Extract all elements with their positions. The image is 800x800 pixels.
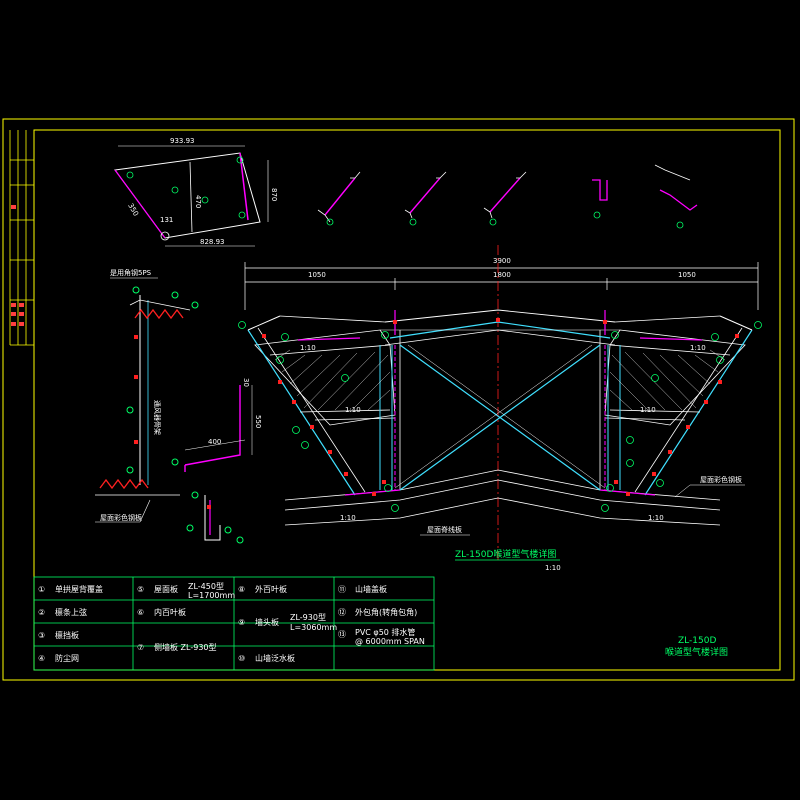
legend-grid (33, 576, 435, 671)
legend-num-11: ⑪ (338, 585, 346, 594)
legend-text-13: PVC φ50 排水管 (355, 627, 415, 637)
ventilator-cap (380, 309, 620, 491)
legend-text-5c: L=1700mm (188, 591, 235, 600)
legend-text-3: 檩挡板 (55, 630, 79, 640)
main-dimension-lines (244, 262, 759, 310)
legend-num-13: ⑬ (338, 630, 346, 639)
legend-num-4: ④ (38, 654, 45, 663)
panel-dim-mid: 470 (194, 195, 202, 208)
dim-right: 1050 (678, 271, 696, 279)
legend-num-1: ① (38, 585, 45, 594)
side-vertical-label: 通风器骨架 (153, 400, 162, 435)
legend-text-9c: L=3060mm (290, 623, 337, 632)
legend-text-5b: ZL-450型 (188, 582, 224, 591)
legend-text-6: 内百叶板 (154, 607, 186, 617)
legend-entries: ① 单拱屋背覆盖 ② 檩条上弦 ③ 檩挡板 ④ 防尘网 ⑤ 屋面板 ZL-450… (38, 582, 425, 663)
left-wing (247, 315, 401, 496)
right-wing (599, 315, 753, 496)
legend-num-7: ⑦ (137, 643, 144, 652)
legend-num-8: ⑧ (238, 585, 245, 594)
bracket-height: 550 (254, 415, 262, 428)
legend-num-5: ⑤ (137, 585, 144, 594)
legend-num-2: ② (38, 608, 45, 617)
dim-left: 1050 (308, 271, 326, 279)
bracket-lip: 30 (242, 378, 250, 387)
legend-text-13b: @ 6000mm SPAN (355, 637, 425, 646)
roof-panel-right-label: 屋面彩色钢板 (700, 475, 742, 484)
legend-text-9b: ZL-930型 (290, 613, 326, 622)
left-margin-strip (9, 130, 34, 346)
left-margin-marks (11, 205, 24, 326)
panel-dim-bottom: 828.93 (200, 238, 225, 246)
panel-detail: 933.93 828.93 350 470 131 870 (114, 137, 278, 247)
legend-text-9: 墙头板 (255, 617, 279, 627)
legend-text-4: 防尘网 (55, 653, 79, 663)
slope-right-top: 1:10 (690, 344, 706, 352)
legend-text-12: 外包角(转角包角) (355, 607, 417, 617)
slope-left-bot: 1:10 (340, 514, 356, 522)
panel-dim-left: 350 (126, 202, 140, 218)
legend-num-3: ③ (38, 631, 45, 640)
legend-text-7: 侧墙板 ZL-930型 (154, 642, 217, 652)
profile-details (317, 164, 698, 229)
legend-num-12: ⑫ (338, 608, 346, 617)
legend-text-10: 山墙泛水板 (255, 653, 295, 663)
panel-dim-top: 933.93 (170, 137, 195, 145)
legend-text-2: 檩条上弦 (55, 607, 87, 617)
legend-text-1: 单拱屋背覆盖 (55, 584, 103, 594)
callout-markers (238, 321, 762, 512)
side-note-top: 是用角钢5PS (110, 268, 152, 277)
slope-left-mid: 1:10 (345, 406, 361, 414)
dim-center: 1800 (493, 271, 511, 279)
ridge-label: 屋面脊线板 (427, 525, 462, 534)
outer-frame (2, 118, 795, 681)
legend-text-11: 山墙盖板 (355, 584, 387, 594)
legend-text-5: 屋面板 (154, 584, 178, 594)
slope-left-top: 1:10 (300, 344, 316, 352)
legend-num-9: ⑨ (238, 618, 245, 627)
panel-dim-right: 870 (270, 188, 278, 201)
legend-num-10: ⑩ (238, 654, 245, 663)
slope-right-bot: 1:10 (648, 514, 664, 522)
fastener-marks (262, 318, 739, 496)
gutter-detail (186, 491, 244, 544)
ventilator-scale: 1:10 (545, 564, 561, 572)
title-block-line2: 喉道型气楼详图 (665, 646, 728, 658)
side-roof-panel-label: 屋面彩色钢板 (100, 513, 142, 522)
side-detail: 是用角钢5PS 通风器骨架 屋面彩色钢板 (95, 268, 199, 523)
legend-num-6: ⑥ (137, 608, 144, 617)
legend-text-8: 外百叶板 (255, 584, 287, 594)
bracket-width: 400 (208, 438, 221, 446)
bracket-detail: 400 550 30 (171, 378, 262, 472)
ventilator-title: ZL-150D喉道型气楼详图 (455, 548, 556, 560)
slope-right-mid: 1:10 (640, 406, 656, 414)
title-block-line1: ZL-150D (678, 636, 716, 646)
panel-dim-corner: 131 (160, 216, 173, 224)
dim-overall: 3900 (493, 257, 511, 265)
left-hatch (274, 349, 391, 411)
